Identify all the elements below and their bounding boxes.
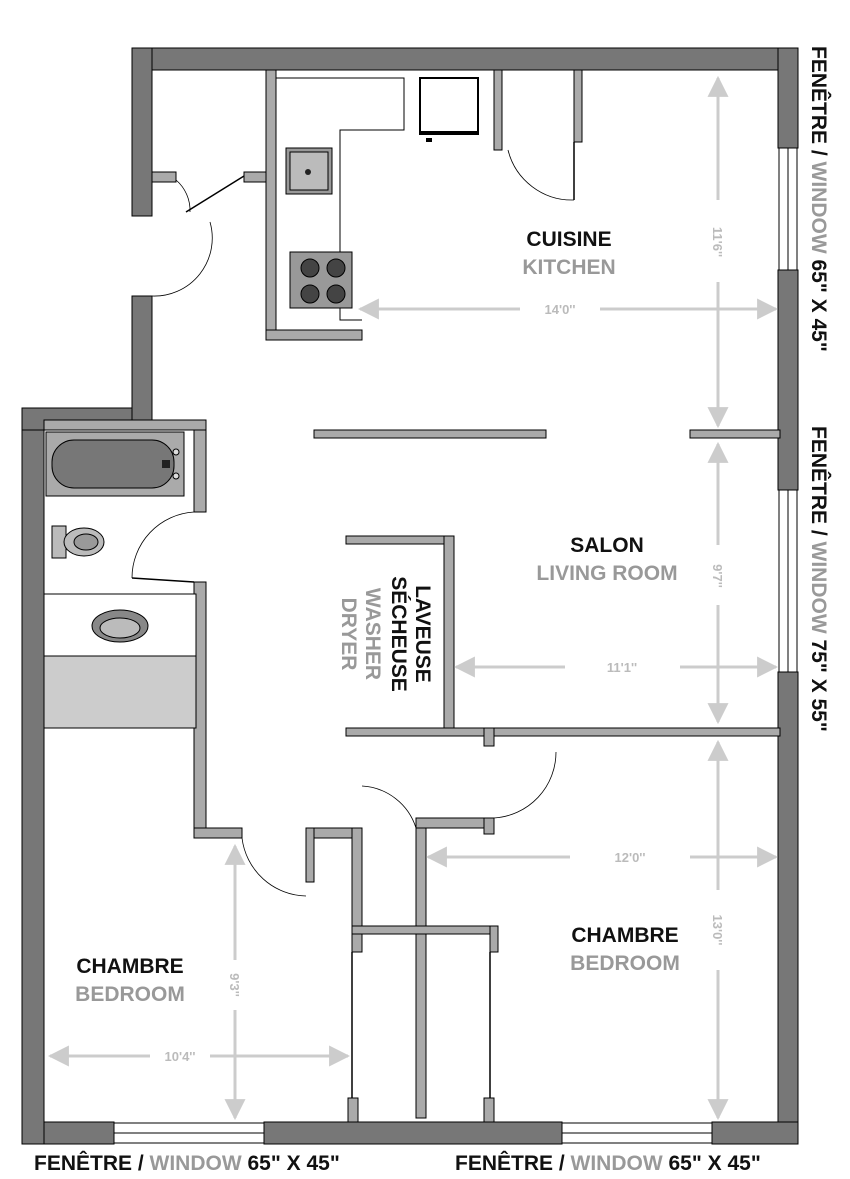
dimension-labels: 14'0'' 11'6'' 11'1'' 9'7'' 12'0'' 13'0''…: [165, 227, 725, 1064]
wall-left-lower: [21, 407, 45, 1145]
room-labels: CUISINE KITCHEN SALON LIVING ROOM LAVEUS…: [75, 228, 680, 1006]
laundry-label-fr2: SÉCHEUSE: [387, 576, 410, 692]
bathroom-sink: [91, 609, 149, 643]
laundry-label-fr1: LAVEUSE: [411, 585, 434, 683]
bedroom-left-door: [241, 837, 307, 897]
bedroom-left-label-en: BEDROOM: [75, 983, 185, 1006]
closet-doors: [351, 952, 491, 1098]
bedroom-left-label-fr: CHAMBRE: [76, 955, 183, 978]
dim-bedroom-right-depth: 13'0'': [710, 915, 725, 946]
wall-left-upper-a: [131, 295, 153, 431]
kitchen-closet-door: [507, 149, 575, 201]
exterior-walls: [21, 47, 799, 1145]
wall-right-mid: [777, 269, 799, 491]
window-captions: FENÊTRE / WINDOW 65" X 45" FENÊTRE / WIN…: [34, 46, 831, 1175]
stove: [289, 251, 353, 309]
living-label-fr: SALON: [570, 534, 644, 557]
window-caption-bottom-left: FENÊTRE / WINDOW 65" X 45": [34, 1151, 340, 1175]
bedroom-right-label-en: BEDROOM: [570, 952, 680, 975]
dim-kitchen-width: 14'0'': [545, 302, 576, 317]
window-caption-right-bottom: FENÊTRE / WINDOW 75" X 55": [807, 426, 831, 732]
entry-door: [151, 221, 213, 297]
dim-bedroom-left-depth: 9'3'': [227, 973, 242, 997]
refrigerator: [419, 77, 479, 142]
bedroom-right-label-fr: CHAMBRE: [571, 924, 678, 947]
living-label-en: LIVING ROOM: [536, 562, 677, 585]
kitchen-label-fr: CUISINE: [526, 228, 611, 251]
dimension-lines: [47, 75, 779, 1121]
interior-walls: [43, 69, 781, 1123]
window-caption-bottom-right: FENÊTRE / WINDOW 65" X 45": [455, 1151, 761, 1175]
wall-bottom-mid: [263, 1121, 563, 1145]
bathroom-door: [131, 511, 195, 579]
wall-top: [131, 47, 799, 71]
kitchen-sink: [285, 147, 333, 195]
wall-left-upper-b: [131, 47, 153, 217]
wall-bottom-right: [711, 1121, 799, 1145]
bedroom-center-door: [361, 785, 417, 829]
bathtub: [45, 431, 185, 497]
dim-living-depth: 9'7'': [710, 564, 725, 588]
toilet: [51, 525, 105, 559]
windows: [113, 147, 798, 1144]
dim-bedroom-right-width: 12'0'': [615, 850, 646, 865]
vanity-block: [43, 655, 197, 729]
kitchen-label-en: KITCHEN: [522, 256, 615, 279]
wall-right-lower: [777, 671, 799, 1145]
dim-bedroom-left-width: 10'4'': [165, 1049, 196, 1064]
laundry-label-en2: DRYER: [337, 598, 360, 671]
laundry-label-en1: WASHER: [361, 588, 384, 680]
dim-living-width: 11'1'': [607, 660, 637, 675]
wall-right-upper: [777, 47, 799, 149]
bedroom-right-door: [493, 751, 557, 819]
dim-kitchen-depth: 11'6'': [710, 227, 725, 257]
fixtures: [43, 77, 479, 729]
window-caption-right-top: FENÊTRE / WINDOW 65" X 45": [807, 46, 831, 352]
